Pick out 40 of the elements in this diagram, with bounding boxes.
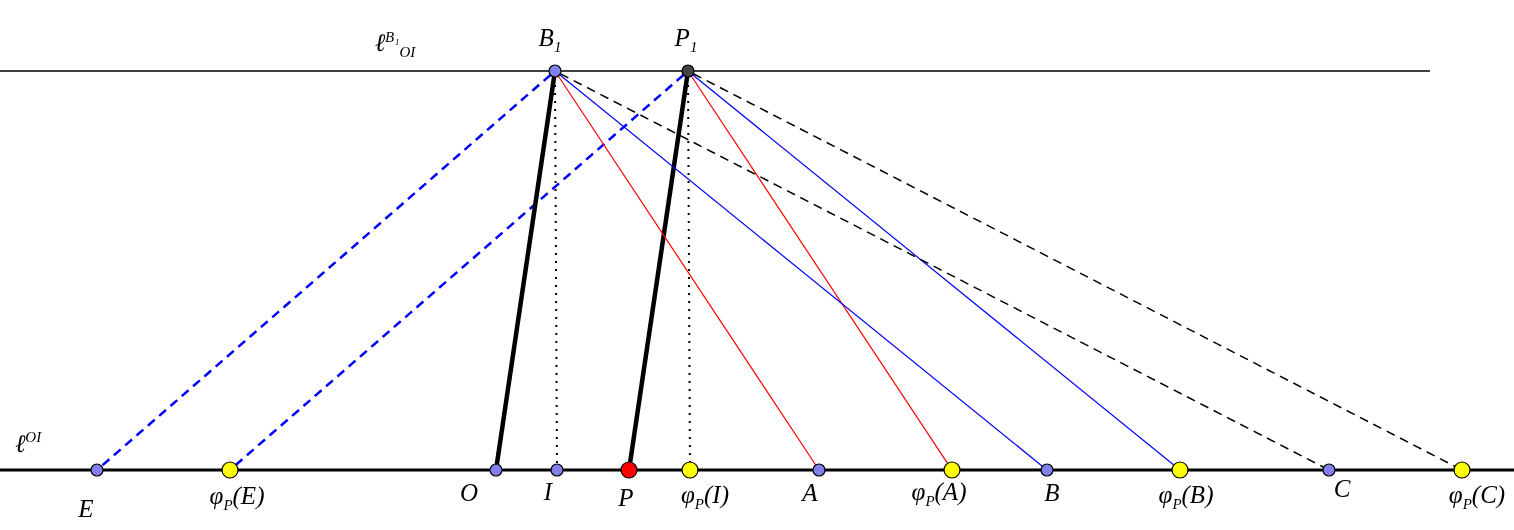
line-segment [692, 73, 1456, 468]
point-marker [548, 64, 562, 78]
point-marker [1453, 461, 1471, 479]
line-segment [627, 76, 690, 463]
point-marker [90, 463, 104, 477]
point-label: P$_{1}$ [674, 25, 698, 55]
point-marker [812, 463, 826, 477]
point-marker [1171, 461, 1189, 479]
point-marker [489, 463, 503, 477]
point-marker [943, 461, 961, 479]
line-segment [100, 74, 552, 467]
point-marker [1322, 463, 1336, 477]
point-label: E [78, 495, 94, 521]
line-segment [690, 75, 949, 464]
line-segment [692, 74, 1175, 466]
point-marker [620, 461, 638, 479]
point-label: φ$_{P}$(C) [1448, 482, 1506, 512]
point-label: A [802, 479, 818, 505]
line-segment [235, 74, 685, 466]
point-label: φ$_{P}$(A) [911, 479, 967, 509]
line-segment [559, 74, 1043, 467]
point-label: I [543, 478, 553, 504]
point-label: P [618, 484, 634, 510]
point-label: φ$_{P}$(B) [1158, 482, 1214, 512]
line-segment [554, 76, 558, 465]
point-label: C [1333, 475, 1351, 501]
point-marker [550, 463, 564, 477]
point-marker [221, 461, 239, 479]
point-marker [1040, 463, 1054, 477]
line-label: ℓ$^{OI}$ [14, 430, 42, 456]
point-label: φ$_{P}$(I) [681, 482, 729, 512]
line-segment [494, 76, 557, 465]
line-segment [559, 73, 1325, 468]
point-marker [681, 64, 695, 78]
point-label: O [459, 479, 479, 505]
point-label: φ$_{P}$(E) [209, 483, 265, 513]
point-marker [681, 461, 699, 479]
point-label: B$_{1}$ [538, 25, 562, 55]
line-segment [557, 75, 817, 466]
point-label: B [1044, 479, 1060, 505]
